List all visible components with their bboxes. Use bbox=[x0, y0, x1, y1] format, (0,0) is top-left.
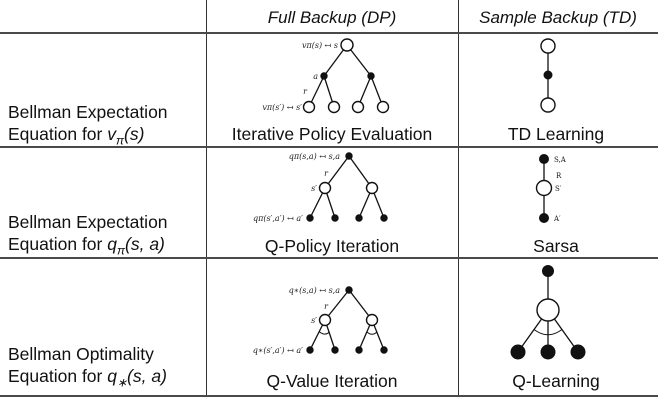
column-divider-2 bbox=[458, 0, 459, 396]
sa-label: S,A bbox=[554, 156, 567, 164]
row-rule-1 bbox=[0, 146, 658, 148]
row-label-v: Bellman Expectation Equation for vπ(s) bbox=[8, 101, 204, 152]
action-node-leaf bbox=[306, 214, 314, 222]
state-node bbox=[540, 97, 556, 113]
max-arc bbox=[533, 329, 563, 336]
action-node bbox=[539, 213, 549, 223]
backup-diagram-q-full: qπ(s,a) ↤ s,a r s′ qπ(s′,a′) ↤ a′ bbox=[253, 152, 388, 223]
backup-diagram-v-full: vπ(s) ↤ s a r vπ(s′) ↤ s′ bbox=[262, 38, 390, 114]
row-label-line2: Equation for q∗(s, a) bbox=[8, 365, 204, 394]
row-label-qstar: Bellman Optimality Equation for q∗(s, a) bbox=[8, 343, 204, 394]
row-label-line1: Bellman Expectation bbox=[8, 212, 168, 232]
math-sub: π bbox=[116, 243, 126, 258]
max-arc bbox=[318, 331, 330, 335]
next-state-label: S′ bbox=[555, 185, 562, 193]
action-math-label: a bbox=[313, 72, 318, 81]
state-node-leaf bbox=[376, 100, 390, 114]
state-node bbox=[536, 298, 560, 322]
edge bbox=[348, 155, 373, 189]
backup-diagram-qstar-full: q∗(s,a) ↤ s,a r s′ q∗(s′,a′) ↤ a′ bbox=[253, 286, 388, 355]
caption-q-learning: Q-Learning bbox=[512, 371, 600, 391]
math-var: q bbox=[107, 366, 117, 386]
action-node bbox=[539, 154, 549, 164]
header-full-backup: Full Backup (DP) bbox=[267, 8, 397, 27]
backup-diagram-sarsa: S,A R S′ A′ bbox=[535, 154, 567, 223]
math-var: q bbox=[107, 234, 117, 254]
max-arc bbox=[366, 331, 378, 335]
state-node-leaf bbox=[351, 100, 365, 114]
state-node bbox=[535, 179, 553, 197]
row-label-line1: Bellman Expectation bbox=[8, 102, 168, 122]
action-node-leaf bbox=[306, 346, 314, 354]
action-node-leaf bbox=[331, 214, 339, 222]
root-math-label: qπ(s,a) ↤ s,a bbox=[289, 152, 340, 161]
action-node-root bbox=[345, 286, 353, 294]
state-node bbox=[318, 313, 332, 327]
state-node-root bbox=[340, 38, 354, 52]
state-node bbox=[540, 38, 556, 54]
leaf-math-label: q∗(s′,a′) ↤ a′ bbox=[253, 346, 303, 355]
edge bbox=[348, 289, 373, 321]
row-label-line2: Equation for vπ(s) bbox=[8, 123, 204, 152]
action-node-leaf bbox=[510, 344, 526, 360]
action-node-leaf bbox=[380, 214, 388, 222]
row-label-q: Bellman Expectation Equation for qπ(s, a… bbox=[8, 211, 204, 262]
state-math-label: s′ bbox=[311, 184, 317, 193]
reward-math-label: r bbox=[303, 87, 308, 96]
math-sub: π bbox=[115, 133, 125, 148]
caption-td-learning: TD Learning bbox=[507, 124, 605, 144]
action-node bbox=[367, 72, 375, 80]
root-math-label: q∗(s,a) ↤ s,a bbox=[289, 286, 341, 295]
leaf-math-label: qπ(s′,a′) ↤ a′ bbox=[253, 214, 303, 223]
next-action-label: A′ bbox=[553, 215, 561, 223]
action-node-leaf bbox=[355, 214, 363, 222]
action-node bbox=[543, 70, 553, 80]
state-math-label: s′ bbox=[311, 316, 317, 325]
action-node-leaf bbox=[570, 344, 586, 360]
backup-diagram-td bbox=[540, 38, 556, 113]
action-node-leaf bbox=[355, 346, 363, 354]
action-node-root bbox=[542, 265, 554, 277]
state-node-leaf bbox=[302, 100, 316, 114]
math-args: (s, a) bbox=[125, 234, 165, 254]
state-node bbox=[318, 181, 332, 195]
caption-q-value-iteration: Q-Value Iteration bbox=[266, 371, 398, 391]
reward-label: R bbox=[556, 172, 562, 180]
row-label-line1: Bellman Optimality bbox=[8, 344, 154, 364]
action-node bbox=[320, 72, 328, 80]
math-sub: ∗ bbox=[116, 375, 128, 390]
action-node-leaf bbox=[380, 346, 388, 354]
row-rule-2 bbox=[0, 257, 658, 259]
caption-iterative-policy-evaluation: Iterative Policy Evaluation bbox=[231, 124, 433, 144]
action-node-root bbox=[345, 152, 353, 160]
action-node-leaf bbox=[540, 344, 556, 360]
reward-math-label: r bbox=[324, 169, 329, 178]
root-math-label: vπ(s) ↤ s bbox=[302, 41, 338, 50]
column-divider-1 bbox=[206, 0, 207, 396]
label-prefix: Equation for bbox=[8, 366, 108, 386]
leaf-math-label: vπ(s′) ↤ s′ bbox=[262, 103, 302, 112]
label-prefix: Equation for bbox=[8, 124, 108, 144]
reward-math-label: r bbox=[324, 302, 329, 311]
state-node bbox=[365, 181, 379, 195]
caption-q-policy-iteration: Q-Policy Iteration bbox=[264, 236, 400, 256]
backup-diagram-qlearning bbox=[510, 265, 586, 360]
label-prefix: Equation for bbox=[8, 234, 108, 254]
caption-sarsa: Sarsa bbox=[533, 236, 579, 256]
math-args: (s, a) bbox=[127, 366, 167, 386]
math-var: v bbox=[107, 124, 116, 144]
action-node-leaf bbox=[331, 346, 339, 354]
edge bbox=[324, 155, 350, 189]
math-args: (s) bbox=[124, 124, 145, 144]
header-rule bbox=[0, 32, 658, 34]
header-sample-backup: Sample Backup (TD) bbox=[479, 8, 637, 27]
state-node-leaf bbox=[327, 100, 341, 114]
row-label-line2: Equation for qπ(s, a) bbox=[8, 233, 204, 262]
edge bbox=[324, 289, 350, 321]
state-node bbox=[365, 313, 379, 327]
bottom-rule bbox=[0, 395, 658, 397]
